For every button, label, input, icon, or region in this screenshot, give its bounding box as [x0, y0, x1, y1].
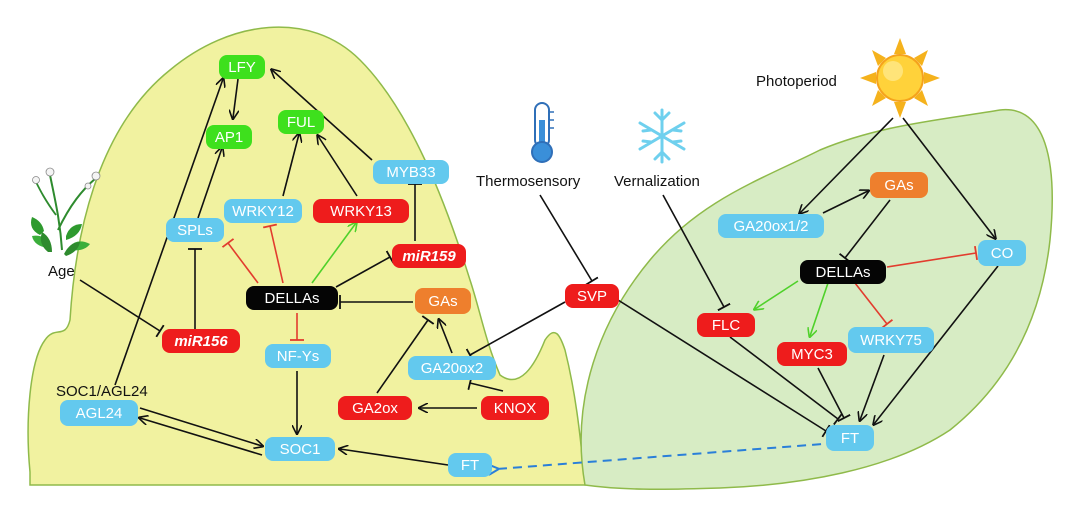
node-label: SOC1 — [280, 441, 321, 458]
node-svp: SVP — [565, 284, 619, 308]
node-label: DELLAs — [815, 264, 870, 281]
leaf-region — [580, 109, 1053, 490]
node-label: FT — [841, 430, 859, 447]
node-label: WRKY12 — [232, 203, 294, 220]
node-label: SVP — [577, 288, 607, 305]
node-ap1: AP1 — [206, 125, 252, 149]
node-wrky75: WRKY75 — [848, 327, 934, 353]
node-box — [206, 125, 252, 149]
node-label: AGL24 — [76, 405, 123, 422]
node-knox: KNOX — [481, 396, 549, 420]
node-label: FUL — [287, 114, 315, 131]
node-box — [162, 329, 240, 353]
node-lfy: LFY — [219, 55, 265, 79]
plant-icon — [31, 167, 101, 256]
sun-icon — [860, 38, 940, 118]
node-nfys: NF-Ys — [265, 344, 331, 368]
node-label: GAs — [884, 177, 913, 194]
node-label: FT — [461, 457, 479, 474]
node-label: KNOX — [494, 400, 537, 417]
thermometer-icon — [531, 102, 554, 163]
node-box — [448, 453, 492, 477]
node-label: WRKY75 — [860, 332, 922, 349]
node-box — [408, 356, 496, 380]
node-soc1: SOC1 — [265, 437, 335, 461]
node-label: LFY — [228, 59, 256, 76]
node-dellas-right: DELLAs — [800, 260, 886, 284]
node-label: SPLs — [177, 222, 213, 239]
node-box — [848, 327, 934, 353]
node-mir156: miR156 — [162, 329, 240, 353]
node-box — [777, 342, 847, 366]
node-box — [224, 199, 302, 223]
node-flc: FLC — [697, 313, 755, 337]
node-label: GAs — [428, 293, 457, 310]
node-ful: FUL — [278, 110, 324, 134]
node-box — [265, 344, 331, 368]
node-box — [826, 425, 874, 451]
node-box — [870, 172, 928, 198]
node-myc3: MYC3 — [777, 342, 847, 366]
thermosensory-label: Thermosensory — [476, 173, 581, 190]
node-box — [219, 55, 265, 79]
age-label: Age — [48, 263, 75, 280]
soc1-agl24-label: SOC1/AGL24 — [56, 383, 148, 400]
node-box — [373, 160, 449, 184]
vernalization-label: Vernalization — [614, 173, 700, 190]
node-box — [166, 218, 224, 242]
node-label: MYC3 — [791, 346, 833, 363]
node-spls: SPLs — [166, 218, 224, 242]
node-label: MYB33 — [386, 164, 435, 181]
node-label: GA2ox — [352, 400, 398, 417]
node-co: CO — [978, 240, 1026, 266]
node-box — [565, 284, 619, 308]
node-box — [392, 244, 466, 268]
node-label: miR156 — [174, 333, 228, 350]
node-label: CO — [991, 245, 1014, 262]
node-box — [278, 110, 324, 134]
photoperiod-label: Photoperiod — [756, 73, 837, 90]
edges-right — [497, 117, 999, 469]
node-box — [60, 400, 138, 426]
node-gas-left: GAs — [415, 288, 471, 314]
node-agl24: AGL24 — [60, 400, 138, 426]
node-box — [265, 437, 335, 461]
node-label: FLC — [712, 317, 741, 334]
node-box — [246, 286, 338, 310]
node-wrky13: WRKY13 — [313, 199, 409, 223]
snowflake-icon — [638, 108, 686, 164]
node-ga2ox: GA2ox — [338, 396, 412, 420]
node-ga20ox2: GA20ox2 — [408, 356, 496, 380]
node-ga20ox12: GA20ox1/2 — [718, 214, 824, 238]
edges-left — [79, 70, 831, 466]
node-dellas-left: DELLAs — [246, 286, 338, 310]
node-label: miR159 — [402, 248, 456, 265]
node-box — [800, 260, 886, 284]
node-box — [481, 396, 549, 420]
node-label: AP1 — [215, 129, 243, 146]
node-label: DELLAs — [264, 290, 319, 307]
node-label: WRKY13 — [330, 203, 392, 220]
node-ft-right: FT — [826, 425, 874, 451]
node-label: GA20ox1/2 — [733, 218, 808, 235]
node-box — [415, 288, 471, 314]
node-label: GA20ox2 — [421, 360, 484, 377]
node-wrky12: WRKY12 — [224, 199, 302, 223]
node-box — [718, 214, 824, 238]
node-mir159: miR159 — [392, 244, 466, 268]
node-gas-right: GAs — [870, 172, 928, 198]
node-box — [338, 396, 412, 420]
node-label: NF-Ys — [277, 348, 320, 365]
node-ft-left: FT — [448, 453, 492, 477]
node-box — [697, 313, 755, 337]
node-box — [978, 240, 1026, 266]
node-myb33: MYB33 — [373, 160, 449, 184]
node-box — [313, 199, 409, 223]
